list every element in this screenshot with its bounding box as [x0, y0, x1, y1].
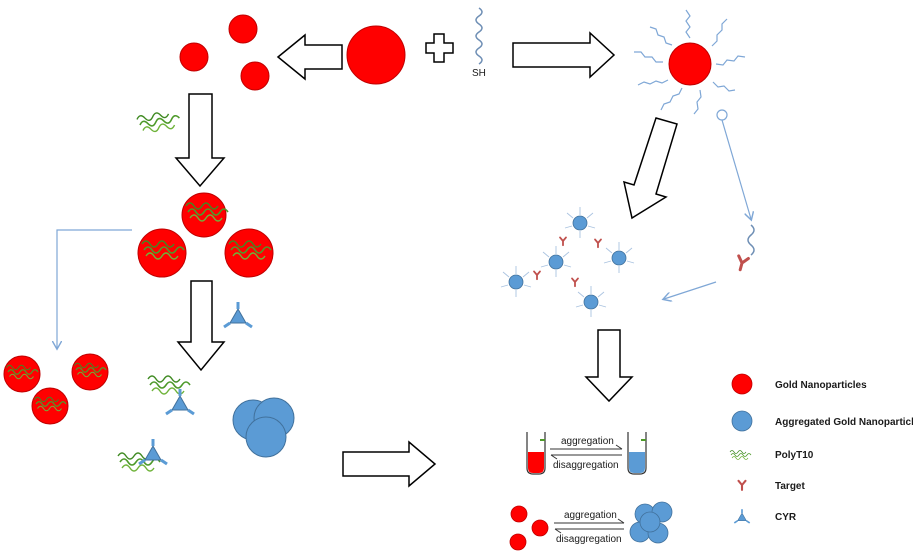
- legend-label-cyr: CYR: [775, 512, 797, 523]
- legend: Gold Nanoparticles Aggregated Gold Nanop…: [729, 373, 913, 524]
- thiol-dna-strand: [475, 7, 483, 65]
- legend-label-polyt10: PolyT10: [775, 450, 814, 461]
- block-arrow-down-right: [584, 329, 634, 403]
- block-arrow-down-1: [174, 93, 226, 188]
- equilibrium-arrows-2: [554, 518, 625, 534]
- aggregated-cluster-bottom: [629, 501, 673, 544]
- block-arrow-right-top: [512, 31, 616, 79]
- legend-item-target: Target: [737, 479, 805, 492]
- aggregation-label-2: aggregation: [564, 510, 617, 521]
- aggregation-label-1: aggregation: [561, 436, 614, 447]
- aggregated-network: [500, 207, 635, 317]
- aptamer-target-complex: [733, 224, 755, 273]
- blue-test-tube: [627, 432, 647, 475]
- thin-arrow-left-branch: [57, 229, 132, 348]
- aggregated-gold-nanoparticle-icon: [731, 410, 753, 432]
- thin-arrow-back: [664, 281, 717, 299]
- block-arrow-down-2: [176, 280, 226, 372]
- red-test-tube: [526, 432, 546, 475]
- thin-arrow-to-target: [721, 119, 751, 219]
- equilibrium-arrows-1: [550, 444, 623, 460]
- disaggregation-label-1: disaggregation: [553, 460, 619, 471]
- dispersed-particles-bottom: [509, 505, 549, 551]
- stable-coated-nanoparticles: [3, 353, 109, 425]
- legend-label-gold: Gold Nanoparticles: [775, 380, 867, 391]
- legend-item-gold: Gold Nanoparticles: [731, 373, 867, 395]
- dispersed-gold-nanoparticles: [179, 14, 270, 91]
- legend-label-aggregated: Aggregated Gold Nanoparticles: [775, 417, 913, 428]
- large-gold-nanoparticle: [346, 25, 406, 85]
- legend-item-polyt10: PolyT10: [729, 450, 814, 461]
- polyt10-strand: [135, 108, 182, 136]
- block-arrow-right-bottom: [342, 440, 437, 488]
- disaggregation-label-2: disaggregation: [556, 534, 622, 545]
- cyr-polyt10-complex-2: [117, 437, 169, 472]
- gold-nanoparticle-icon: [731, 373, 753, 395]
- legend-label-target: Target: [775, 481, 805, 492]
- cyr-molecule: [222, 300, 254, 329]
- target-icon: [737, 479, 747, 491]
- legend-item-aggregated: Aggregated Gold Nanoparticles: [731, 410, 913, 432]
- aggregated-nanoparticle-cluster: [232, 397, 295, 458]
- plus-icon: [425, 33, 454, 63]
- functionalized-gold-nanoparticle: [634, 9, 746, 121]
- block-arrow-left-top: [276, 33, 343, 81]
- polyt10-coated-gold-nanoparticles: [137, 192, 274, 278]
- polyt10-icon: [729, 450, 752, 460]
- legend-item-cyr: CYR: [733, 508, 797, 524]
- thiol-label: SH: [472, 68, 486, 79]
- cyr-polyt10-complex-1: [147, 375, 196, 416]
- cyr-icon: [733, 508, 751, 524]
- block-arrow-diagonal: [622, 117, 678, 220]
